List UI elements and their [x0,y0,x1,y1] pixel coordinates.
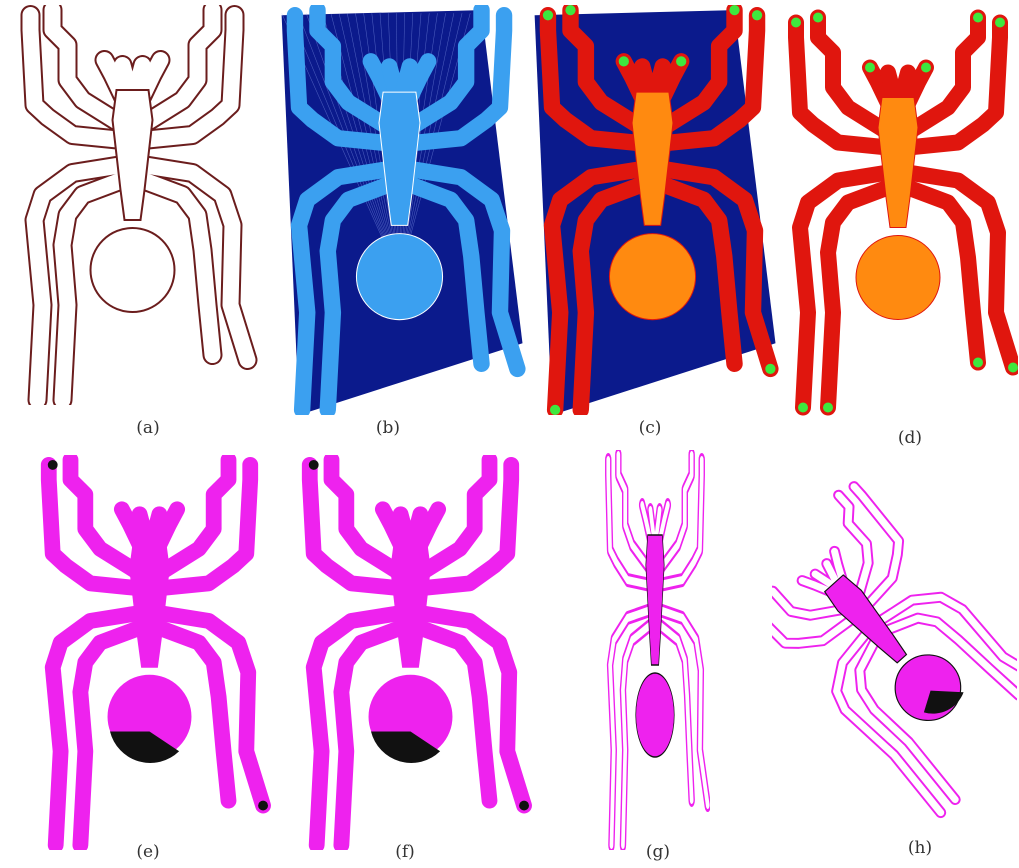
panel-b-graphic [272,5,527,415]
endpoint-marker [619,56,629,66]
endpoint-marker [519,801,529,811]
panel-a-graphic [5,5,260,405]
panel-c [525,5,780,415]
endpoint-marker [921,63,931,73]
spider-body [878,98,918,228]
endpoint-marker [973,358,983,368]
spider-abdomen [856,236,940,320]
spider [31,10,248,400]
caption-e: (e) [118,842,178,862]
panel-g [600,450,710,850]
spider-body [130,539,170,667]
panel-f-graphic [283,455,538,850]
endpoint-marker [823,403,833,413]
spider-leg-inner [816,632,990,814]
caption-h: (h) [890,838,950,858]
endpoint-marker [798,403,808,413]
spider [309,460,529,845]
endpoint-marker [791,18,801,28]
endpoint-marker [813,13,823,23]
endpoint-marker [550,405,560,415]
endpoint-marker [543,10,553,20]
panel-f [283,455,538,850]
caption-g: (g) [628,842,688,862]
endpoint-marker [729,5,739,15]
endpoint-marker [752,10,762,20]
endpoint-marker [676,56,686,66]
spider-abdomen [636,673,675,757]
panel-e [22,455,277,850]
endpoint-marker [258,801,268,811]
caption-f: (f) [375,842,435,862]
panel-d-graphic [778,5,1018,420]
endpoint-marker [865,63,875,73]
spider [791,13,1018,413]
endpoint-marker [565,5,575,15]
endpoint-marker [765,364,775,374]
caption-b: (b) [358,418,418,438]
caption-c: (c) [620,418,680,438]
endpoint-marker [973,13,983,23]
spider-abdomen [356,234,442,320]
panel-c-graphic [525,5,780,415]
spider-abdomen [609,234,695,320]
endpoint-marker [995,18,1005,28]
spider-abdomen [91,228,175,312]
spider-body [113,90,153,220]
caption-d: (d) [880,428,940,448]
panel-a [5,5,260,405]
endpoint-marker [1008,363,1018,373]
spider [608,455,707,845]
panel-d [778,5,1018,420]
endpoint-marker [48,460,58,470]
spider [772,477,1017,816]
spider [48,460,268,845]
panel-h [772,470,1017,830]
spider-body [646,535,664,665]
panel-h-graphic [772,470,1017,830]
panel-b [272,5,527,415]
caption-a: (a) [118,418,178,438]
panel-e-graphic [22,455,277,850]
spider-body [391,539,431,667]
endpoint-marker [309,460,319,470]
panel-g-graphic [600,450,710,850]
